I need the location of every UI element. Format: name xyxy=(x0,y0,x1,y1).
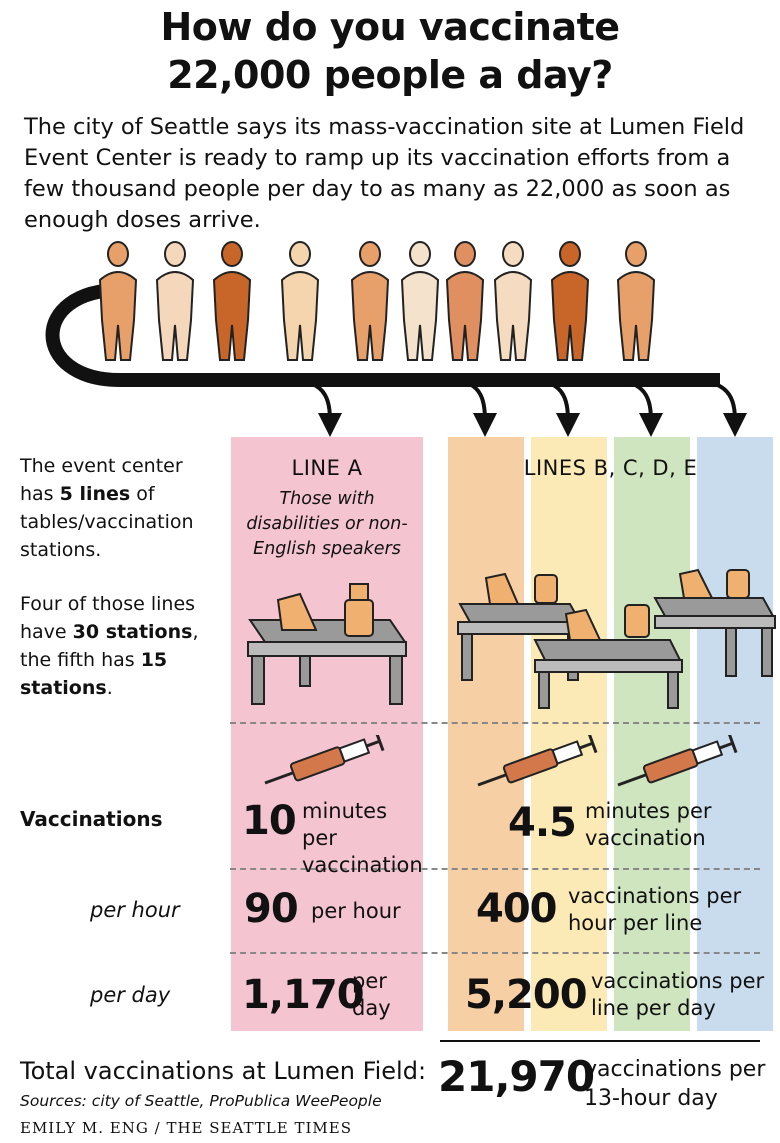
person-silhouette xyxy=(155,241,195,361)
title-line-2: 22,000 people a day? xyxy=(167,53,613,97)
lines-bcde-minutes-unit: minutes per vaccination xyxy=(585,799,712,850)
person-silhouette xyxy=(550,241,590,361)
person-silhouette xyxy=(98,241,138,361)
line-a-minutes-unit: minutes per vaccination xyxy=(302,799,423,877)
line-a-minutes-value: 10 xyxy=(242,798,297,844)
arrow-line-e xyxy=(689,378,747,437)
side-note-lines: The event center has 5 lines of tables/v… xyxy=(20,452,220,564)
queue-path xyxy=(45,283,720,387)
row-label-per-day: per day xyxy=(90,983,171,1007)
syringe-icon xyxy=(477,735,598,787)
lines-bcde-minutes-value: 4.5 xyxy=(508,800,577,846)
line-a-per-day-value: 1,170 xyxy=(242,972,365,1018)
side-text: , the fifth has xyxy=(20,621,199,671)
line-a-per-day-unit: per day xyxy=(352,969,391,1020)
line-a-per-hour-unit: per hour xyxy=(311,899,401,923)
arrow-line-a xyxy=(289,378,342,437)
person-silhouette xyxy=(616,241,656,361)
line-e-table xyxy=(653,568,776,677)
person-silhouette xyxy=(445,241,485,361)
row-label-vaccinations: Vaccinations xyxy=(20,807,163,831)
person-silhouette xyxy=(212,241,252,361)
lines-bcde-header: LINES B, C, D, E xyxy=(523,456,698,480)
arrow-line-b xyxy=(449,378,497,437)
syringe-icon xyxy=(264,735,385,785)
side-bold: 30 stations xyxy=(72,621,193,643)
lines-bcde-per-hour-value: 400 xyxy=(476,886,557,932)
total-rule xyxy=(440,1040,760,1042)
syringes-illustration xyxy=(264,735,738,787)
line-e-column xyxy=(697,437,773,1031)
row-label-per-hour: per hour xyxy=(90,898,180,922)
arrow-line-c xyxy=(529,378,580,437)
syringe-icon xyxy=(617,735,738,787)
side-text: of tables/vaccination stations. xyxy=(20,483,194,561)
total-value: 21,970 xyxy=(438,1052,595,1101)
line-b-table xyxy=(457,572,583,681)
person-silhouette xyxy=(280,241,320,361)
credit: EMILY M. ENG / THE SEATTLE TIMES xyxy=(20,1119,352,1137)
line-b-column xyxy=(448,437,524,1031)
line-a-column xyxy=(231,437,423,1031)
people-queue-illustration xyxy=(45,241,747,437)
person-silhouette xyxy=(400,241,440,361)
line-d-column xyxy=(614,437,690,1031)
side-bold: 15 stations xyxy=(20,649,168,699)
line-a-table xyxy=(247,583,407,705)
total-unit: vaccinations per 13-hour day xyxy=(584,1057,766,1111)
side-bold: 5 lines xyxy=(59,483,131,505)
sources: Sources: city of Seattle, ProPublica Wee… xyxy=(20,1092,382,1110)
side-text: Four of those lines have xyxy=(20,593,196,643)
lines-bcde-per-hour-unit: vaccinations per hour per line xyxy=(568,884,742,935)
arrow-line-d xyxy=(609,378,663,437)
total-label: Total vaccinations at Lumen Field: xyxy=(20,1057,427,1085)
divider xyxy=(230,952,760,954)
side-text: . xyxy=(106,677,113,699)
line-c-column xyxy=(531,437,607,1031)
side-note-stations: Four of those lines have 30 stations, th… xyxy=(20,590,220,702)
line-a-header: LINE A xyxy=(291,456,363,480)
person-silhouette xyxy=(493,241,533,361)
side-text: The event center has xyxy=(20,455,183,505)
line-a-per-hour-value: 90 xyxy=(244,886,299,932)
lines-bcde-per-day-unit: vaccinations per line per day xyxy=(591,969,765,1020)
person-silhouette xyxy=(350,241,390,361)
tables-illustration xyxy=(247,568,776,709)
line-c-table xyxy=(533,604,683,709)
line-a-subtitle: Those with disabilities or non-English s… xyxy=(246,489,408,559)
divider xyxy=(230,722,760,724)
divider xyxy=(230,868,760,870)
title-line-1: How do you vaccinate xyxy=(160,5,620,49)
intro-text: The city of Seattle says its mass-vaccin… xyxy=(24,114,745,233)
lines-bcde-per-day-value: 5,200 xyxy=(465,972,588,1018)
